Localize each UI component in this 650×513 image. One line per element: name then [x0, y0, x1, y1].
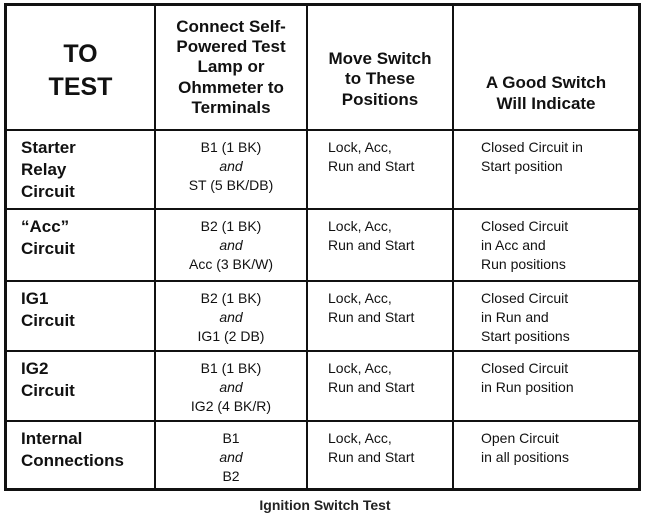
header-connect: Connect Self- Powered Test Lamp or Ohmme…	[154, 6, 308, 131]
positions-cell: Lock, Acc, Run and Start	[306, 129, 454, 210]
positions-cell: Lock, Acc, Run and Start	[306, 208, 454, 282]
header-row: TO TEST Connect Self- Powered Test Lamp …	[7, 6, 638, 131]
terminals-cell: B2 (1 BK) and IG1 (2 DB)	[154, 280, 308, 352]
table-row-starter-relay: Starter Relay Circuit B1 (1 BK) and ST (…	[7, 129, 638, 210]
test-name-cell: “Acc” Circuit	[7, 208, 156, 282]
table-row-ig1: IG1 Circuit B2 (1 BK) and IG1 (2 DB) Loc…	[7, 280, 638, 352]
switch-test-table: TO TEST Connect Self- Powered Test Lamp …	[7, 6, 638, 488]
header-good-switch: A Good Switch Will Indicate	[452, 6, 638, 131]
test-name-cell: IG2 Circuit	[7, 350, 156, 422]
table-row-internal-connections: Internal Connections B1 and B2 Lock, Acc…	[7, 420, 638, 488]
table-row-acc: “Acc” Circuit B2 (1 BK) and Acc (3 BK/W)…	[7, 208, 638, 282]
positions-cell: Lock, Acc, Run and Start	[306, 350, 454, 422]
positions-cell: Lock, Acc, Run and Start	[306, 420, 454, 488]
indication-cell: Closed Circuit in Acc and Run positions	[452, 208, 638, 282]
terminals-cell: B1 (1 BK) and ST (5 BK/DB)	[154, 129, 308, 210]
header-to-test: TO TEST	[7, 6, 156, 131]
indication-cell: Closed Circuit in Run position	[452, 350, 638, 422]
table-row-ig2: IG2 Circuit B1 (1 BK) and IG2 (4 BK/R) L…	[7, 350, 638, 422]
indication-cell: Open Circuit in all positions	[452, 420, 638, 488]
terminals-cell: B1 and B2	[154, 420, 308, 488]
header-move-switch: Move Switch to These Positions	[306, 6, 454, 131]
figure-caption: Ignition Switch Test	[259, 497, 391, 513]
test-name-cell: IG1 Circuit	[7, 280, 156, 352]
terminals-cell: B1 (1 BK) and IG2 (4 BK/R)	[154, 350, 308, 422]
indication-cell: Closed Circuit in Run and Start position…	[452, 280, 638, 352]
test-name-cell: Internal Connections	[7, 420, 156, 488]
positions-cell: Lock, Acc, Run and Start	[306, 280, 454, 352]
terminals-cell: B2 (1 BK) and Acc (3 BK/W)	[154, 208, 308, 282]
indication-cell: Closed Circuit in Start position	[452, 129, 638, 210]
switch-test-table-frame: TO TEST Connect Self- Powered Test Lamp …	[4, 3, 641, 491]
test-name-cell: Starter Relay Circuit	[7, 129, 156, 210]
